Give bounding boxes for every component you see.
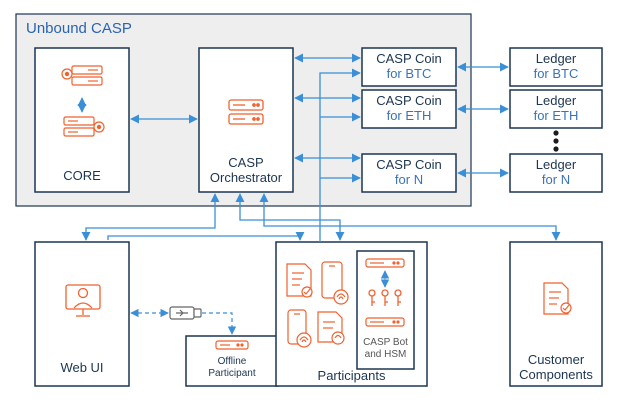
coin-label-n: CASP Coin for N xyxy=(362,157,456,188)
arrow-participants-to-coins xyxy=(319,68,361,242)
mobile-fingerprint-icon-2 xyxy=(287,309,312,348)
coin-box-btc xyxy=(361,47,457,87)
arrow-orch-customer xyxy=(259,193,561,241)
ledger-label-eth: Ledger for ETH xyxy=(510,93,602,124)
ledger-box-n xyxy=(509,153,603,193)
arrow-orch-webui xyxy=(81,193,220,241)
offline-line2: Participant xyxy=(208,367,256,379)
orchestrator-server-icon xyxy=(228,99,264,125)
bot-hsm-line1: CASP Bot xyxy=(363,337,408,348)
ledger-label-btc: Ledger for BTC xyxy=(510,51,602,82)
mobile-fingerprint-icon xyxy=(321,261,349,305)
bot-hsm-line2: and HSM xyxy=(364,348,407,360)
ledger-ellipsis-dots xyxy=(553,130,559,152)
arrow-webui-participants xyxy=(107,231,305,241)
orchestrator-label: CASP Orchestrator xyxy=(199,155,293,186)
offline-server-icon xyxy=(215,340,249,350)
customer-document-check-icon xyxy=(543,282,572,315)
coin-eth-line1: CASP Coin xyxy=(376,93,442,108)
hsm-server-icon-top xyxy=(365,258,405,268)
ledger-box-eth xyxy=(509,89,603,129)
orchestrator-box xyxy=(198,47,294,193)
hsm-server-icon-bottom xyxy=(365,317,405,327)
ledger-box-btc xyxy=(509,47,603,87)
customer-line1: Customer xyxy=(527,352,585,367)
keys-icon xyxy=(368,289,402,306)
ledger-n-line1: Ledger xyxy=(535,157,577,172)
ledger-btc-line1: Ledger xyxy=(535,51,577,66)
coin-box-eth xyxy=(361,89,457,129)
coin-btc-line1: CASP Coin xyxy=(376,51,442,66)
document-check-icon xyxy=(286,263,313,298)
orchestrator-label-line2: Orchestrator xyxy=(209,169,283,185)
core-box xyxy=(34,47,130,193)
unbound-casp-title: Unbound CASP xyxy=(26,20,132,37)
coin-label-eth: CASP Coin for ETH xyxy=(362,93,456,124)
core-label: CORE xyxy=(63,168,101,183)
coin-btc-line2: for BTC xyxy=(386,65,432,81)
customer-line2: Components xyxy=(519,366,593,382)
bot-hsm-label: CASP Bot and HSM xyxy=(357,337,414,360)
offline-participant-box xyxy=(185,335,279,387)
arrow-usb-offline xyxy=(202,312,237,335)
orchestrator-label-line1: CASP xyxy=(228,155,264,170)
web-ui-label: Web UI xyxy=(60,360,104,375)
coin-eth-line2: for ETH xyxy=(386,107,432,123)
usb-key-icon xyxy=(169,306,202,320)
ledger-eth-line1: Ledger xyxy=(535,93,577,108)
coin-box-n xyxy=(361,153,457,193)
ledger-n-line2: for N xyxy=(541,171,571,187)
coin-n-line1: CASP Coin xyxy=(376,157,442,172)
document-fingerprint-icon xyxy=(317,311,345,345)
web-ui-box xyxy=(34,241,130,387)
customer-components-label: Customer Components xyxy=(510,352,602,383)
ledger-btc-line2: for BTC xyxy=(533,65,579,81)
participants-label: Participants xyxy=(317,368,386,383)
coin-label-btc: CASP Coin for BTC xyxy=(362,51,456,82)
ledger-eth-line2: for ETH xyxy=(533,107,579,123)
servers-with-gears-icon xyxy=(61,65,105,137)
offline-participant-label: Offline Participant xyxy=(186,356,278,379)
coin-n-line2: for N xyxy=(394,171,424,187)
offline-line1: Offline xyxy=(217,356,247,367)
user-monitor-icon xyxy=(65,284,101,317)
ledger-label-n: Ledger for N xyxy=(510,157,602,188)
